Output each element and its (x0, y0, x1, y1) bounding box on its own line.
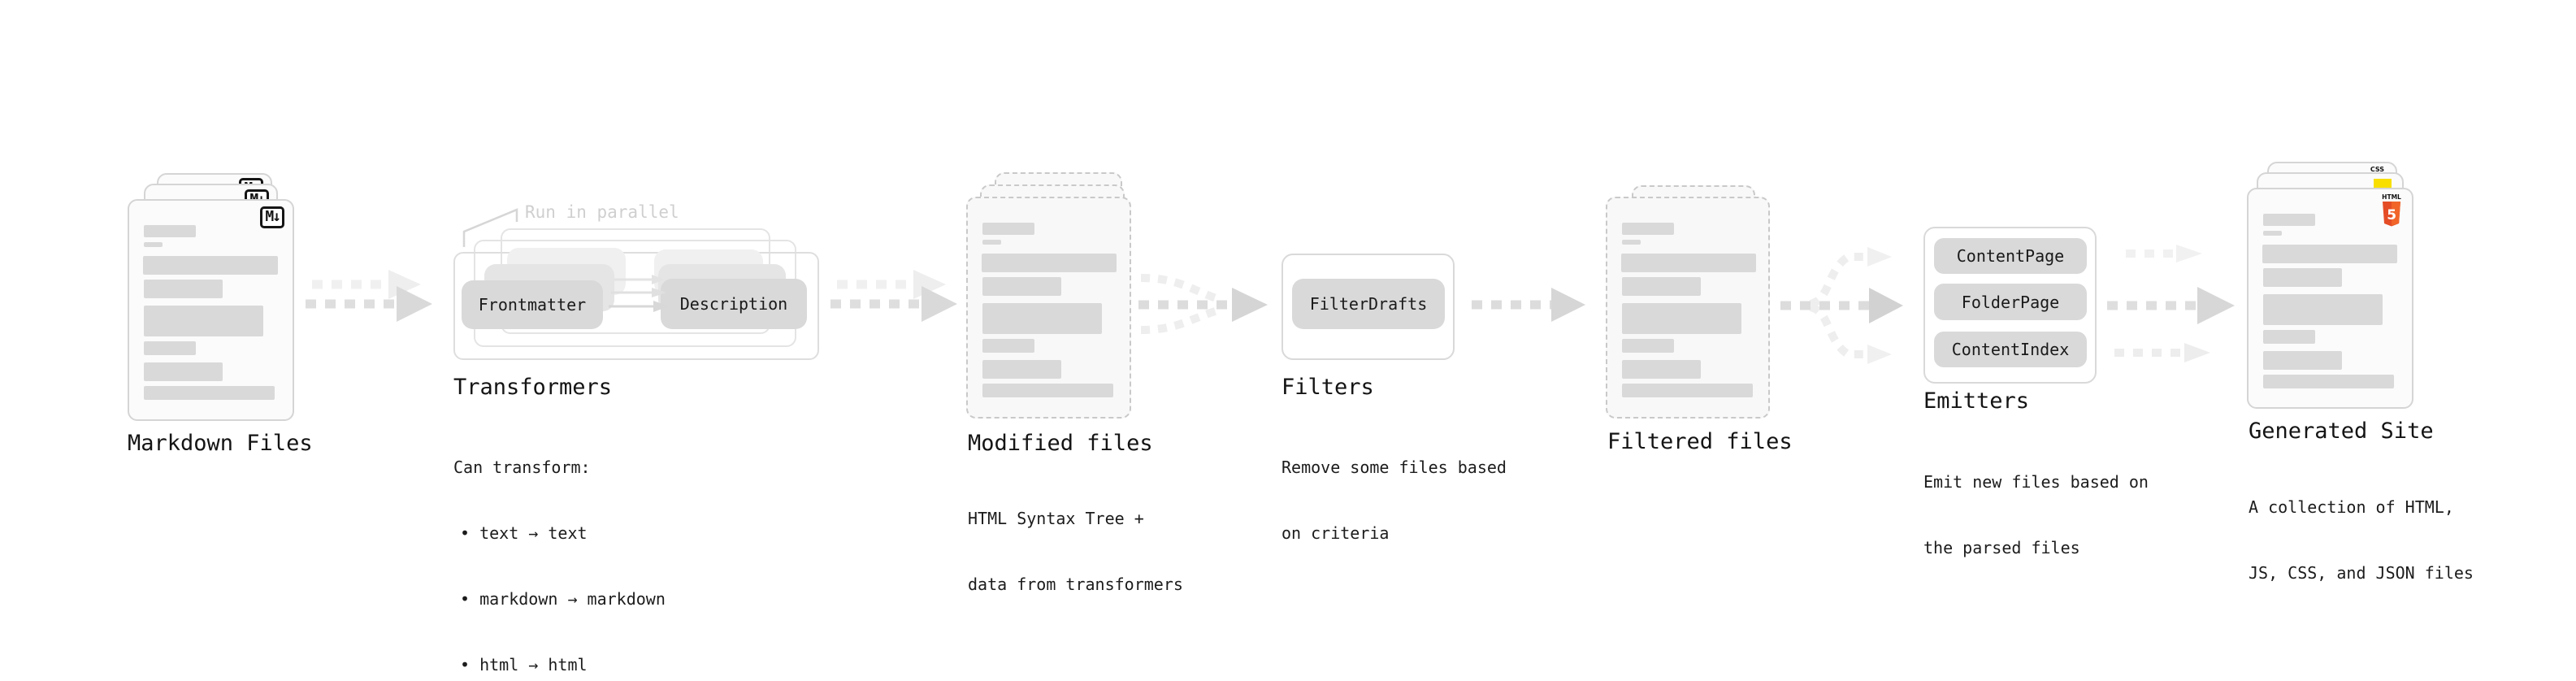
placeholder-text-line (2263, 375, 2394, 388)
transformer-frame-front (453, 252, 819, 360)
placeholder-text-line (144, 242, 163, 247)
placeholder-text-line (2263, 268, 2342, 287)
placeholder-text-line (982, 339, 1034, 353)
placeholder-text-line (2263, 231, 2282, 236)
parallel-flow-arrows (609, 275, 669, 312)
emitters-description: Emit new files based on the parsed files (1923, 427, 2149, 603)
desc-line: Remove some files based (1281, 458, 1507, 477)
filter-pill-filterdrafts: FilterDrafts (1292, 279, 1445, 329)
desc-line: Emit new files based on (1923, 472, 2149, 492)
placeholder-text-line (982, 277, 1061, 296)
placeholder-text-line (2263, 330, 2315, 344)
placeholder-text-line (2263, 214, 2315, 226)
html5-file-icon: HTML 5 (2382, 193, 2401, 227)
placeholder-text-line (982, 360, 1061, 379)
arrow-filters-to-filtered (1472, 288, 1585, 322)
markdown-file-card-front: M↓ (128, 199, 294, 421)
arrow-markdown-to-transformers (306, 270, 432, 322)
arrow-modified-to-filters (1138, 274, 1268, 334)
arrow-filtered-to-emitters (1780, 247, 1903, 364)
arrows-emitters-to-generated (2107, 245, 2235, 362)
placeholder-text-line (1622, 339, 1674, 353)
desc-line: the parsed files (1923, 538, 2080, 557)
generated-file-card-front: HTML 5 (2247, 188, 2413, 409)
stage-label-markdown-files: Markdown Files (128, 431, 313, 456)
placeholder-text-line (144, 225, 196, 237)
emitter-pill-folderpage: FolderPage (1934, 284, 2087, 320)
modified-file-card-front (966, 197, 1131, 419)
placeholder-text-line (144, 386, 275, 400)
filters-description: Remove some files based on criteria (1281, 413, 1507, 588)
placeholder-text-line (144, 280, 223, 298)
placeholder-text-line (1622, 223, 1674, 235)
modified-files-description: HTML Syntax Tree + data from transformer… (968, 464, 1183, 640)
placeholder-text-line (144, 362, 223, 381)
markdown-file-icon: M↓ (260, 206, 284, 228)
annotation-leader-line (462, 208, 518, 247)
desc-line: Can transform: (453, 458, 591, 477)
html5-badge-word: HTML (2382, 193, 2401, 201)
placeholder-text-line (2262, 245, 2397, 263)
arrow-transformers-to-modified (830, 270, 957, 322)
desc-line: JS, CSS, and JSON files (2249, 563, 2474, 583)
placeholder-text-line (1621, 254, 1756, 272)
desc-line: on criteria (1281, 523, 1390, 543)
placeholder-text-line (144, 306, 263, 336)
desc-line: data from transformers (968, 575, 1183, 594)
emitter-pill-contentpage: ContentPage (1934, 238, 2087, 274)
transformer-pill-frontmatter: Frontmatter (462, 280, 603, 329)
stage-label-emitters: Emitters (1923, 388, 2030, 414)
js-file-icon (2374, 179, 2392, 189)
emitter-pill-contentindex: ContentIndex (1934, 332, 2087, 367)
placeholder-text-line (143, 256, 278, 275)
desc-bullet: • text → text (460, 523, 588, 543)
placeholder-text-line (1622, 240, 1641, 245)
generated-site-description: A collection of HTML, JS, CSS, and JSON … (2249, 453, 2474, 628)
transformers-description: Can transform: • text → text • markdown … (453, 413, 666, 681)
placeholder-text-line (1622, 277, 1701, 296)
desc-bullet: • html → html (460, 655, 588, 674)
desc-line: HTML Syntax Tree + (968, 509, 1144, 528)
placeholder-text-line (982, 223, 1034, 235)
placeholder-text-line (2263, 351, 2342, 370)
run-in-parallel-note: Run in parallel (525, 202, 679, 222)
filtered-file-card-front (1606, 197, 1770, 419)
transformer-pill-description: Description (661, 279, 807, 329)
placeholder-text-line (2263, 294, 2383, 325)
placeholder-text-line (982, 303, 1102, 334)
stage-label-modified-files: Modified files (968, 431, 1153, 456)
placeholder-text-line (1622, 360, 1701, 379)
stage-label-filters: Filters (1281, 375, 1374, 400)
stage-label-filtered-files: Filtered files (1607, 429, 1793, 454)
placeholder-text-line (1622, 384, 1753, 397)
placeholder-text-line (982, 240, 1001, 245)
placeholder-text-line (982, 254, 1117, 272)
stage-label-transformers: Transformers (453, 375, 613, 400)
desc-line: A collection of HTML, (2249, 497, 2454, 517)
placeholder-text-line (1622, 303, 1741, 334)
stage-label-generated-site: Generated Site (2249, 419, 2434, 444)
placeholder-text-line (982, 384, 1113, 397)
css-chip-label: CSS (2370, 166, 2384, 173)
desc-bullet: • markdown → markdown (460, 589, 666, 609)
html5-badge-number: 5 (2387, 207, 2396, 223)
placeholder-text-line (144, 341, 196, 355)
